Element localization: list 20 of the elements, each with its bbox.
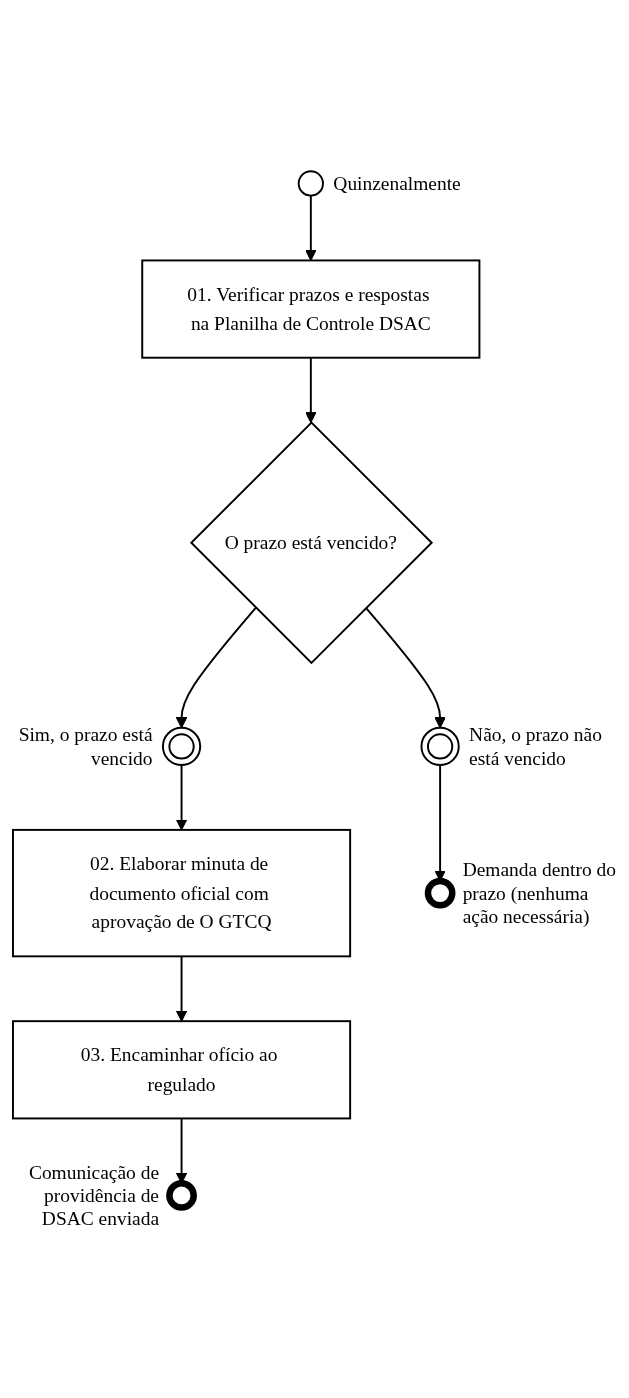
end-event-circle [166, 1180, 197, 1211]
event-label: Comunicação de providência de DSAC enviada [28, 1161, 159, 1230]
intermediate-event-circle [420, 726, 460, 767]
process-box: 01. Verificar prazos e respostas na Planilha de Controle DSAC [141, 259, 481, 359]
event-label: Demanda dentro do prazo (nenhuma ação necessária) [462, 859, 616, 927]
decision-diamond: O prazo está vencido? [189, 421, 434, 665]
arrow [305, 194, 317, 261]
event-label: Sim, o prazo está vencido [18, 724, 153, 769]
arrow [305, 356, 317, 424]
end-event-circle [424, 877, 456, 909]
process-box: 03. Encaminhar ofício ao regulado [12, 1020, 352, 1120]
arrow [175, 606, 257, 729]
arrow [175, 764, 188, 831]
event-label: Não, o prazo não está vencido [469, 724, 602, 769]
intermediate-event-circle [161, 726, 202, 767]
start-event-circle [297, 170, 324, 197]
arrow [175, 955, 188, 1022]
event-label: Quinzenalmente [333, 172, 461, 194]
arrow [364, 606, 446, 729]
process-box: 02. Elaborar minuta de documento oficial com aprovação de O GTCQ [12, 828, 352, 958]
